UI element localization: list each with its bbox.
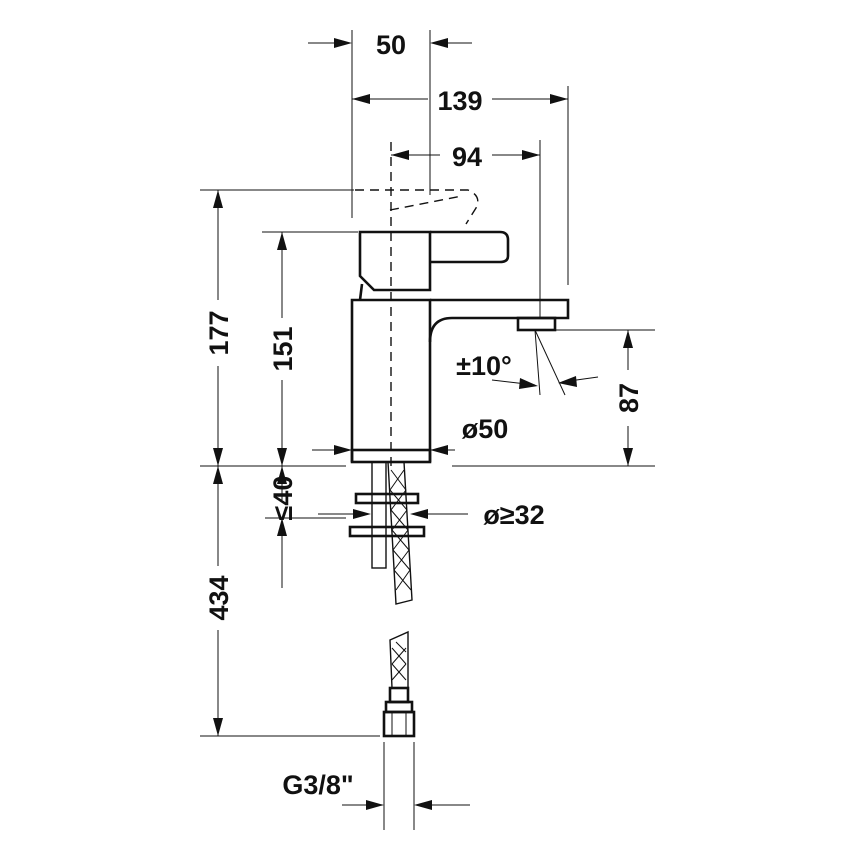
faucet-body [350,230,570,464]
label-connection-thread: G3/8" [282,770,353,800]
dim-outlet-height [623,330,633,466]
dim-total-height [213,190,223,466]
dim-hose-length [213,466,223,736]
dim-deck-thickness [277,466,287,588]
dim-spout-reach [391,150,540,160]
label-swivel-angle: ±10° [456,351,512,381]
lever-open-position-base [389,195,463,211]
extension-lines [200,30,655,830]
lever-open-position [355,189,479,225]
dim-base-width [308,38,472,48]
label-base-width: 50 [376,30,406,60]
mounting-parts [348,461,426,738]
dim-total-depth [352,94,568,104]
label-base-diameter: ø50 [462,414,509,444]
dim-hole-diameter [318,509,468,519]
label-total-depth: 139 [437,86,482,116]
label-total-height: 177 [204,310,234,355]
label-outlet-height: 87 [614,383,644,413]
dim-connection-thread [342,800,470,810]
label-spout-reach: 94 [452,142,482,172]
label-hose-length: 434 [204,575,234,620]
label-hole-diameter: ø≥32 [483,500,544,530]
dim-spout-height [277,232,287,466]
label-spout-height: 151 [268,326,298,371]
dim-swivel-angle [491,376,599,389]
label-deck-thickness: ≤40 [268,476,298,521]
dim-base-diameter [312,445,455,455]
